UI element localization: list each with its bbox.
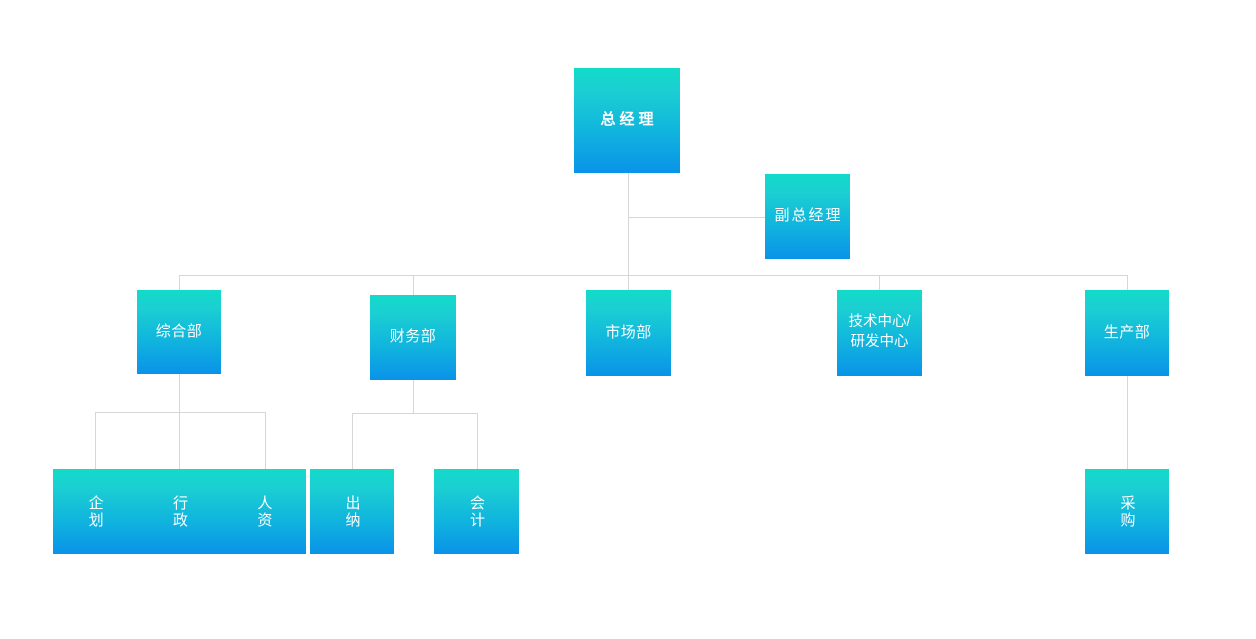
node-label: 企划 [86,494,104,529]
node-label: 市场部 [605,323,652,341]
connector-drop-tech-center [879,275,880,290]
node-production[interactable]: 生产部 [1085,290,1169,376]
node-accounting[interactable]: 会计 [434,469,519,554]
node-label: 技术中心/ 研发中心 [848,314,911,350]
node-general-manager[interactable]: 总经理 [574,68,680,173]
node-tech-center[interactable]: 技术中心/ 研发中心 [837,290,922,376]
node-label: 采购 [1118,494,1136,529]
node-deputy-general-manager[interactable]: 副总经理 [765,174,850,259]
node-label: 总经理 [600,111,658,129]
connector-finance-stem [413,380,414,413]
node-cashier[interactable]: 出纳 [310,469,394,554]
connector-drop-production [1127,275,1128,290]
connector-production-to-procurement [1127,376,1128,469]
connector-gm-to-deputy [628,217,765,218]
node-label: 副总经理 [774,207,843,225]
node-general-affairs[interactable]: 综合部 [137,290,221,374]
node-procurement[interactable]: 采购 [1085,469,1169,554]
node-marketing[interactable]: 市场部 [586,290,671,376]
connector-gm-stem [628,173,629,275]
node-label: 会计 [468,494,485,529]
node-label: 行政 [170,494,188,529]
node-label: 生产部 [1103,323,1151,341]
connector-drop-accounting [477,413,478,469]
connector-general-affairs-bus [95,412,265,413]
node-label: 综合部 [155,322,203,340]
node-planning[interactable]: 企划 [53,469,137,554]
connector-general-affairs-stem [179,374,180,412]
node-human-resources[interactable]: 人资 [222,469,306,554]
connector-drop-general-affairs [179,275,180,290]
connector-drop-human-resources [265,412,266,469]
node-label: 财务部 [389,328,437,346]
connector-drop-finance [413,275,414,295]
node-label: 人资 [255,494,273,529]
connector-level3-bus [179,275,1127,276]
connector-drop-marketing [628,275,629,290]
connector-finance-bus [352,413,477,414]
node-finance[interactable]: 财务部 [370,295,456,380]
node-administration[interactable]: 行政 [137,469,221,554]
connector-drop-cashier [352,413,353,469]
node-label: 出纳 [343,494,361,529]
group-general-affairs-children: 企划 行政 人资 [53,469,306,554]
connector-drop-administration [179,412,180,469]
connector-drop-planning [95,412,96,469]
